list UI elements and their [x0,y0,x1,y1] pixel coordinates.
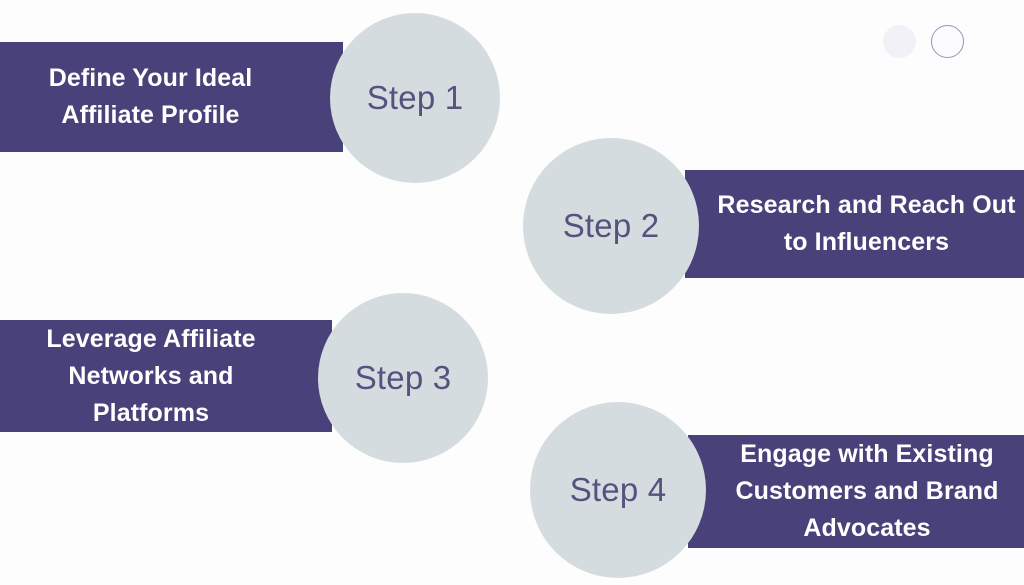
step-2-title: Research and Reach Out to Influencers [717,191,1016,256]
step-1-badge-label: Step 1 [366,79,464,116]
step-1-title: Define Your Ideal Affiliate Profile [48,64,253,129]
step-3-badge-label: Step 3 [354,359,452,396]
step-3-badge-circle: Step 3 [318,293,488,463]
step-4-title: Engage with Existing Customers and Brand… [735,440,999,542]
step-1-banner: Define Your Ideal Affiliate Profile [0,42,343,152]
step-4-badge-circle: Step 4 [530,402,706,578]
step-4-badge-label: Step 4 [569,471,667,508]
step-2-badge-label: Step 2 [562,207,660,244]
step-2-badge-circle: Step 2 [523,138,699,314]
step-4-banner: Engage with Existing Customers and Brand… [688,435,1024,548]
decorative-filled-circle-icon [883,25,916,58]
step-3-banner: Leverage Affiliate Networks and Platform… [0,320,332,432]
step-1-badge-circle: Step 1 [330,13,500,183]
step-3-title: Leverage Affiliate Networks and Platform… [46,324,256,427]
decorative-outline-circle-icon [931,25,964,58]
step-2-banner: Research and Reach Out to Influencers [685,170,1024,278]
